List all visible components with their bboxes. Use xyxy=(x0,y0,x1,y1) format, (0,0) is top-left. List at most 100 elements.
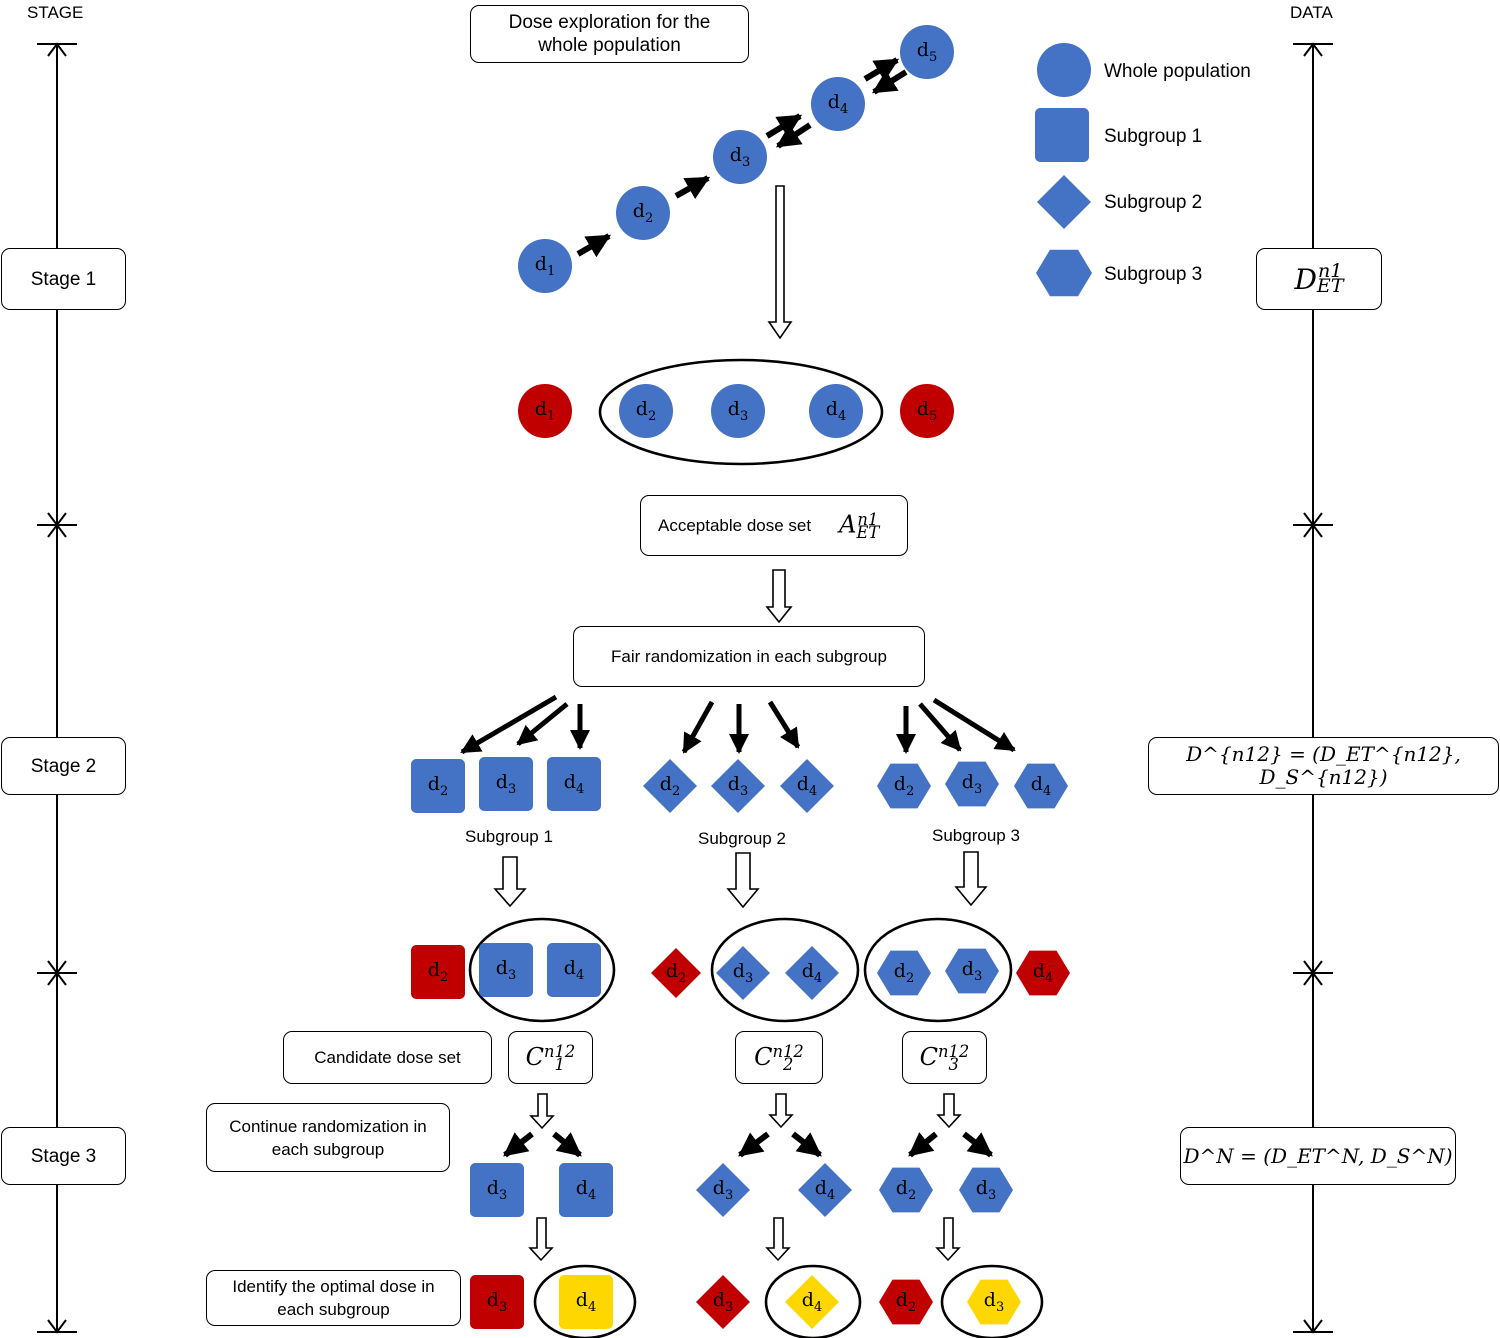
dose-label: d4 xyxy=(801,1289,823,1315)
dose-square-blue-d4: d4 xyxy=(547,943,601,997)
dose-label: d4 xyxy=(563,771,585,797)
dose-circle-blue-d2: d2 xyxy=(616,186,670,240)
selection-ellipses xyxy=(468,358,1044,1338)
dose-label: d3 xyxy=(975,1177,997,1203)
dose-diamond-blue-d3: d3 xyxy=(711,759,765,813)
dose-label: d4 xyxy=(801,960,823,986)
stage-3-box: Stage 3 xyxy=(1,1127,126,1185)
dose-square-blue-d3: d3 xyxy=(479,943,533,997)
dose-label: d3 xyxy=(486,1177,508,1203)
dose-hexagon-red-d2: d2 xyxy=(879,1275,933,1329)
dose-label: d1 xyxy=(534,253,556,279)
subgroup-2-label: Subgroup 2 xyxy=(698,829,786,848)
dose-circle-blue-d3: d3 xyxy=(713,130,767,184)
subgroup1-optimal-ellipse xyxy=(533,1264,637,1338)
dose-hexagon-blue-d2: d2 xyxy=(877,946,931,1000)
dose-hexagon-blue-d2: d2 xyxy=(879,1163,933,1217)
dose-label: d4 xyxy=(827,91,849,117)
dose-label: d3 xyxy=(727,773,749,799)
continue-arrows xyxy=(503,1131,993,1158)
dose-square-blue-d4: d4 xyxy=(547,757,601,811)
data-stage-2-box: D^{n12} = (D_ET^{n12}, D_S^{n12}) xyxy=(1148,737,1499,795)
subgroup2-candidate-ellipse xyxy=(710,917,860,1023)
subgroup-3-label: Subgroup 3 xyxy=(932,826,1020,845)
dose-label: d2 xyxy=(427,959,449,985)
dose-label: d3 xyxy=(495,771,517,797)
dose-hexagon-yellow-d3: d3 xyxy=(967,1275,1021,1329)
block-arrows xyxy=(493,185,988,1262)
subgroup2-optimal-ellipse xyxy=(764,1264,862,1338)
dose-label: d2 xyxy=(893,960,915,986)
fair-randomization-box: Fair randomization in each subgroup xyxy=(573,626,925,687)
dose-label: d2 xyxy=(635,398,657,424)
stage-1-box: Stage 1 xyxy=(1,248,126,310)
stage-header: STAGE xyxy=(27,3,84,22)
dose-label: d2 xyxy=(893,773,915,799)
dose-square-blue-d2: d2 xyxy=(411,759,465,813)
dose-hexagon-red-d4: d4 xyxy=(1016,946,1070,1000)
dose-label: d4 xyxy=(575,1177,597,1203)
dose-label: d4 xyxy=(575,1289,597,1315)
continue-randomization-box: Continue randomization in each subgroup xyxy=(206,1103,450,1172)
dose-label: d2 xyxy=(895,1289,917,1315)
dose-circle-blue-d3: d3 xyxy=(711,384,765,438)
legend-square-icon xyxy=(1035,108,1089,162)
dose-circle-blue-d2: d2 xyxy=(619,384,673,438)
dose-diamond-blue-d3: d3 xyxy=(696,1163,750,1217)
dose-diamond-blue-d4: d4 xyxy=(780,759,834,813)
dose-circle-red-d1: d1 xyxy=(518,384,572,438)
dose-label: d2 xyxy=(659,773,681,799)
dose-label: d4 xyxy=(796,773,818,799)
dose-square-red-d2: d2 xyxy=(411,945,465,999)
dose-label: d5 xyxy=(916,398,938,424)
data-stage-3-box: D^N = (D_ET^N, D_S^N) xyxy=(1180,1127,1456,1185)
legend-label-subgroup-2: Subgroup 2 xyxy=(1104,192,1203,213)
subgroup3-optimal-ellipse xyxy=(940,1264,1044,1338)
dose-label: d2 xyxy=(895,1177,917,1203)
dose-square-red-d3: d3 xyxy=(470,1275,524,1329)
dose-label: d3 xyxy=(712,1289,734,1315)
legend-label-subgroup-3: Subgroup 3 xyxy=(1104,264,1203,285)
acceptable-ellipse xyxy=(598,358,884,466)
dose-square-yellow-d4: d4 xyxy=(559,1275,613,1329)
dose-hexagon-blue-d4: d4 xyxy=(1014,759,1068,813)
dose-label: d5 xyxy=(916,39,938,65)
dose-label: d3 xyxy=(961,958,983,984)
dose-label: d2 xyxy=(632,200,654,226)
dose-label: d3 xyxy=(727,398,749,424)
legend-label-whole-population: Whole population xyxy=(1104,61,1251,82)
dose-label: d2 xyxy=(427,773,449,799)
dose-diamond-blue-d2: d2 xyxy=(643,759,697,813)
candidate-dose-set-box: Candidate dose set xyxy=(283,1031,492,1084)
dose-square-blue-d3: d3 xyxy=(470,1163,524,1217)
dose-square-blue-d3: d3 xyxy=(479,757,533,811)
dose-diamond-blue-d4: d4 xyxy=(785,946,839,1000)
dose-circle-blue-d4: d4 xyxy=(809,384,863,438)
dose-label: d4 xyxy=(1030,773,1052,799)
dose-diamond-yellow-d4: d4 xyxy=(785,1275,839,1329)
legend-label-subgroup-1: Subgroup 1 xyxy=(1104,126,1203,147)
dose-label: d3 xyxy=(729,144,751,170)
dose-diamond-blue-d3: d3 xyxy=(716,946,770,1000)
dose-label: d2 xyxy=(665,960,687,986)
dose-label: d4 xyxy=(1032,960,1054,986)
dose-label: d3 xyxy=(495,957,517,983)
dose-hexagon-blue-d3: d3 xyxy=(945,944,999,998)
identify-optimal-box: Identify the optimal dose in each subgro… xyxy=(206,1270,461,1326)
escalation-arrows xyxy=(576,57,908,258)
acceptable-dose-set-label: Acceptable dose set xyxy=(658,516,812,535)
subgroup3-candidate-ellipse xyxy=(863,917,1013,1023)
dose-hexagon-blue-d3: d3 xyxy=(945,757,999,811)
stage-2-box: Stage 2 xyxy=(1,737,126,795)
subgroup-1-label: Subgroup 1 xyxy=(465,827,553,846)
dose-label: d4 xyxy=(563,957,585,983)
dose-circle-red-d5: d5 xyxy=(900,384,954,438)
legend-circle-icon xyxy=(1037,43,1091,97)
dose-label: d3 xyxy=(712,1177,734,1203)
dose-circle-blue-d1: d1 xyxy=(518,239,572,293)
